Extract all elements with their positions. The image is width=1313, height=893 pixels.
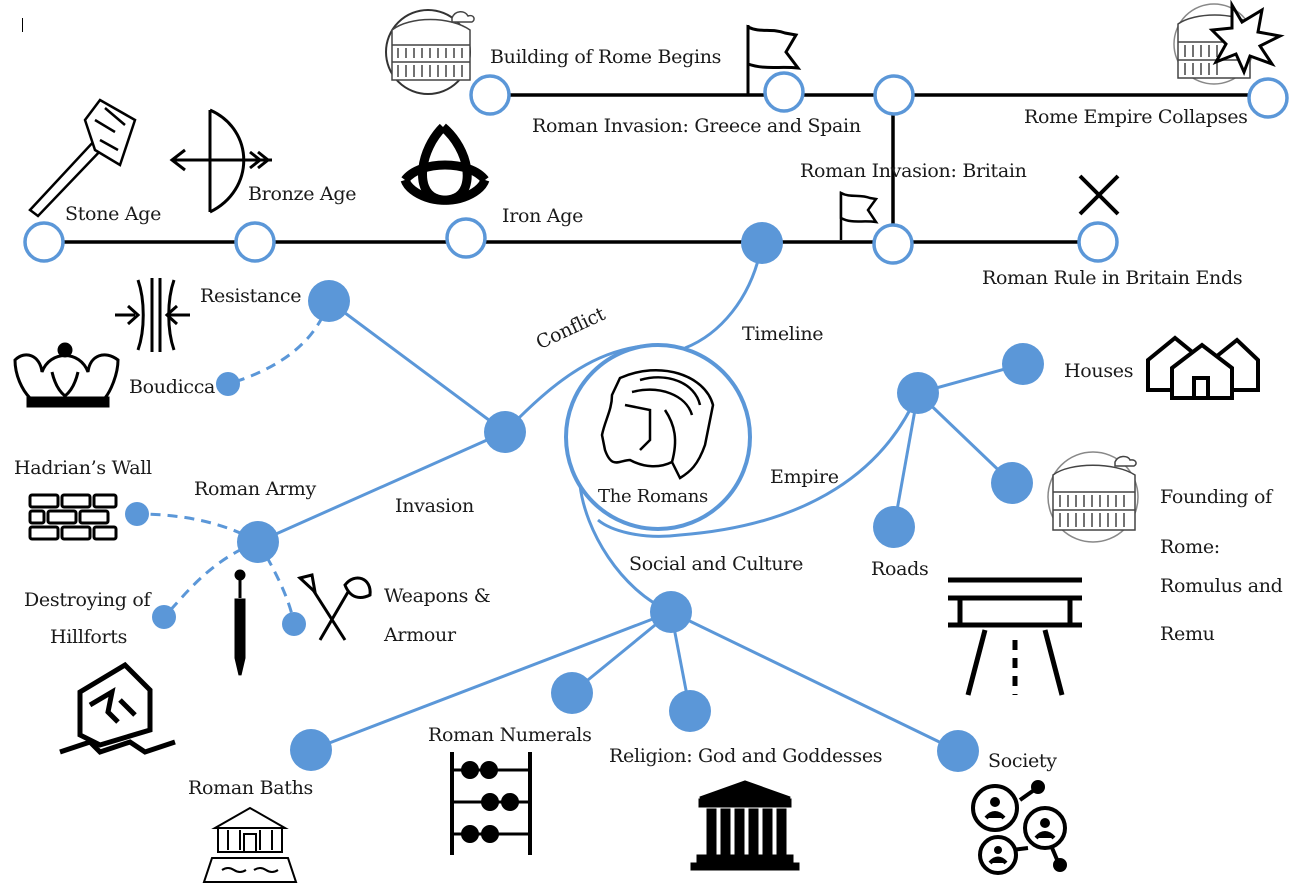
label-stone-age: Stone Age: [65, 203, 162, 225]
node-roman-army[interactable]: [237, 521, 279, 563]
dashed-lines: [136, 300, 331, 625]
node-houses[interactable]: [1002, 343, 1044, 385]
brick-wall-icon: [28, 493, 118, 541]
label-hillforts-line1: Destroying of: [24, 589, 151, 611]
node-resistance[interactable]: [308, 280, 350, 322]
node-weapons[interactable]: [282, 612, 306, 636]
label-iron-age: Iron Age: [502, 205, 584, 227]
branch-label-social: Social and Culture: [629, 553, 804, 575]
label-resistance: Resistance: [200, 285, 302, 307]
branch-label-invasion: Invasion: [395, 495, 474, 517]
label-houses: Houses: [1064, 360, 1134, 382]
branch-lines: [257, 242, 1024, 753]
node-empire[interactable]: [897, 372, 939, 414]
flag-icon: [839, 190, 879, 240]
label-empire-collapses: Rome Empire Collapses: [1024, 106, 1248, 128]
empire-branch-line: [597, 392, 920, 538]
branch-label-empire: Empire: [770, 466, 839, 488]
center-node: [564, 343, 752, 531]
label-founding-line1: Founding of: [1160, 486, 1272, 508]
node-religion[interactable]: [669, 690, 711, 732]
label-weapons-line2: Armour: [384, 624, 456, 646]
label-roman-rule-ends: Roman Rule in Britain Ends: [982, 267, 1243, 289]
roman-baths-icon: [202, 806, 298, 883]
roman-helmet-icon: [600, 369, 715, 480]
node-timeline[interactable]: [741, 222, 783, 264]
node-iron-age[interactable]: [445, 217, 487, 259]
label-founding-line2: Rome:: [1160, 536, 1220, 558]
temple-icon: [690, 780, 800, 871]
x-mark-icon: [1078, 174, 1120, 216]
label-weapons-line1: Weapons &: [384, 585, 491, 607]
roads-line: [892, 392, 920, 528]
broken-hillfort-icon: [59, 661, 176, 755]
invasion-line: [257, 430, 506, 544]
blue-nodes: [125, 222, 1044, 772]
node-boudicca[interactable]: [216, 372, 240, 396]
node-empire-collapses[interactable]: [1247, 77, 1289, 119]
center-circle: [564, 343, 752, 531]
abacus-icon: [450, 752, 532, 855]
label-roman-baths: Roman Baths: [188, 777, 313, 799]
branch-label-timeline: Timeline: [742, 323, 824, 345]
node-hadrians-wall[interactable]: [125, 502, 149, 526]
node-bronze-age[interactable]: [234, 221, 276, 263]
crown-icon: [13, 342, 120, 408]
node-baths[interactable]: [290, 729, 332, 771]
text-cursor: [22, 18, 23, 32]
colosseum-explosion-icon: [1173, 0, 1285, 85]
colosseum-icon: [1047, 451, 1139, 543]
node-social[interactable]: [650, 591, 692, 633]
resistance-line: [328, 299, 506, 434]
node-society[interactable]: [937, 730, 979, 772]
label-bronze-age: Bronze Age: [248, 183, 357, 205]
label-founding-line4: Remu: [1160, 623, 1215, 645]
label-hillforts-line2: Hillforts: [50, 626, 128, 648]
road-icon: [948, 577, 1082, 696]
node-building-rome[interactable]: [469, 74, 511, 116]
label-boudicca: Boudicca: [129, 376, 216, 398]
label-religion: Religion: God and Goddesses: [609, 745, 883, 767]
founding-line: [916, 391, 1014, 485]
society-network-icon: [971, 780, 1067, 875]
label-roads: Roads: [871, 558, 929, 580]
node-numerals[interactable]: [551, 672, 593, 714]
crossed-weapons-icon: [296, 573, 372, 641]
triquetra-icon: [400, 123, 490, 205]
society-line: [670, 610, 959, 753]
node-founding[interactable]: [991, 462, 1033, 504]
flag-icon: [746, 24, 802, 95]
center-title: The Romans: [598, 486, 708, 507]
node-invasion-britain[interactable]: [872, 223, 914, 265]
resistance-icon: [115, 278, 190, 352]
label-hadrians-wall: Hadrian’s Wall: [14, 457, 152, 479]
node-greece-spain[interactable]: [873, 74, 915, 116]
label-roman-numerals: Roman Numerals: [428, 724, 592, 746]
stone-hammer-icon: [28, 98, 137, 218]
label-founding-line3: Romulus and: [1160, 575, 1283, 597]
boudicca-dashed-line: [227, 300, 331, 386]
label-roman-army: Roman Army: [194, 478, 316, 500]
node-invasion[interactable]: [484, 411, 526, 453]
houses-icon: [1146, 335, 1260, 400]
bow-and-arrow-icon: [169, 108, 272, 214]
node-rule-ends[interactable]: [1077, 221, 1119, 263]
node-stone-age[interactable]: [23, 221, 65, 263]
sword-icon: [234, 569, 246, 676]
node-hillforts[interactable]: [152, 605, 176, 629]
baths-line: [310, 610, 672, 752]
label-roman-invasion-britain: Roman Invasion: Britain: [800, 160, 1027, 182]
timeline-nodes: [23, 71, 1289, 265]
numerals-line: [571, 610, 672, 695]
label-invasion-greece-spain: Roman Invasion: Greece and Spain: [532, 115, 861, 137]
label-building-of-rome: Building of Rome Begins: [490, 46, 722, 68]
label-society: Society: [988, 750, 1057, 772]
node-greece-spain-flag[interactable]: [763, 71, 805, 113]
colosseum-icon: [385, 9, 475, 95]
node-roads[interactable]: [873, 506, 915, 548]
